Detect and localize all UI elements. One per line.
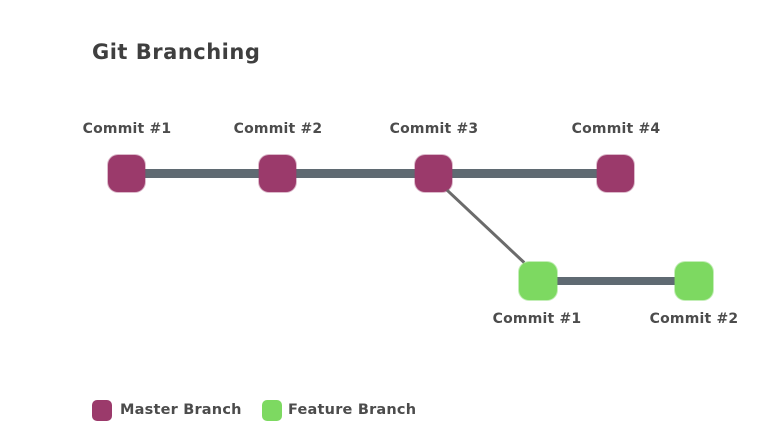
master-commit-3-node xyxy=(415,155,452,192)
feature-commit-2-node xyxy=(675,262,713,300)
feature-commit-2-label: Commit #2 xyxy=(649,311,739,327)
master-commit-2-node xyxy=(259,155,296,192)
branch-connector-line xyxy=(446,189,526,264)
feature-commit-1-node xyxy=(519,262,557,300)
feature-commit-1-label: Commit #1 xyxy=(492,311,582,327)
feature-branch-line xyxy=(538,277,695,285)
master-commit-1-node xyxy=(108,155,145,192)
legend-master-label: Master Branch xyxy=(120,402,242,418)
master-commit-1-label: Commit #1 xyxy=(82,121,172,137)
legend-feature-label: Feature Branch xyxy=(288,402,417,418)
master-commit-4-label: Commit #4 xyxy=(571,121,661,137)
master-commit-2-label: Commit #2 xyxy=(233,121,323,137)
master-commit-4-node xyxy=(597,155,634,192)
page-title: Git Branching xyxy=(92,40,261,64)
master-commit-3-label: Commit #3 xyxy=(389,121,479,137)
legend-master-swatch xyxy=(92,400,112,421)
master-branch-line xyxy=(127,169,616,178)
legend-feature-swatch xyxy=(262,400,282,421)
